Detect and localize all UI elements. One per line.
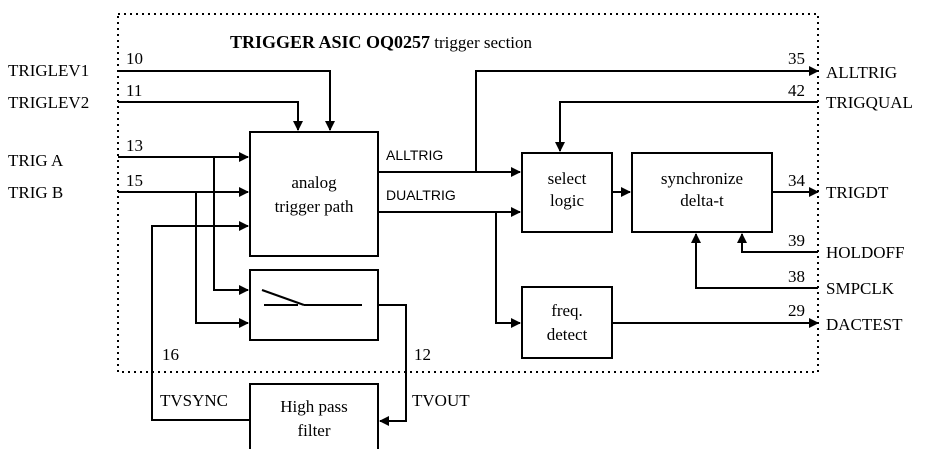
pin-11: 11: [126, 81, 142, 100]
output-label-holdoff: HOLDOFF: [826, 243, 904, 262]
analog-trigger-path-label-2: trigger path: [275, 197, 354, 216]
signal-label-dualtrig: DUALTRIG: [386, 187, 456, 203]
pin-10: 10: [126, 49, 143, 68]
pin-35: 35: [788, 49, 805, 68]
input-label-trig-a: TRIG A: [8, 151, 64, 170]
output-label-trigdt: TRIGDT: [826, 183, 889, 202]
diagram-title: TRIGGER ASIC OQ0257 trigger section: [230, 32, 533, 52]
high-pass-filter-label-1: High pass: [280, 397, 348, 416]
output-label-smpclk: SMPCLK: [826, 279, 895, 298]
pin-39: 39: [788, 231, 805, 250]
pin-16: 16: [162, 345, 179, 364]
pin-42: 42: [788, 81, 805, 100]
asic-boundary: [117, 13, 819, 373]
freq-detect-label-1: freq.: [551, 301, 583, 320]
output-label-dactest: DACTEST: [826, 315, 903, 334]
select-logic-label-2: logic: [550, 191, 584, 210]
high-pass-filter-label-2: filter: [297, 421, 330, 440]
synchronize-label-2: delta-t: [680, 191, 724, 210]
internal-wires: [378, 66, 819, 328]
input-label-triglev1: TRIGLEV1: [8, 61, 89, 80]
pin-15: 15: [126, 171, 143, 190]
select-logic-label-1: select: [548, 169, 587, 188]
input-label-trig-b: TRIG B: [8, 183, 63, 202]
pin-38: 38: [788, 267, 805, 286]
input-label-triglev2: TRIGLEV2: [8, 93, 89, 112]
tv-switch-block: [249, 269, 379, 341]
bottom-label-tvout: TVOUT: [412, 391, 470, 410]
freq-detect-block: freq. detect: [521, 286, 613, 359]
freq-detect-label-2: detect: [547, 325, 588, 344]
input-wires: [118, 70, 407, 426]
pin-34: 34: [788, 171, 806, 190]
output-label-alltrig: ALLTRIG: [826, 63, 897, 82]
output-wires: [555, 101, 819, 328]
synchronize-label-1: synchronize: [661, 169, 743, 188]
pin-12: 12: [414, 345, 431, 364]
analog-trigger-path-label-1: analog: [291, 173, 337, 192]
output-label-trigqual: TRIGQUAL: [826, 93, 913, 112]
switch-arm: [261, 289, 305, 306]
synchronize-block: synchronize delta-t: [631, 152, 773, 233]
bottom-label-tvsync: TVSYNC: [160, 391, 228, 410]
select-logic-block: select logic: [521, 152, 613, 233]
analog-trigger-path-block: analog trigger path: [249, 131, 379, 257]
pin-29: 29: [788, 301, 805, 320]
pin-13: 13: [126, 136, 143, 155]
high-pass-filter-block: High pass filter: [249, 383, 379, 449]
signal-label-alltrig: ALLTRIG: [386, 147, 443, 163]
